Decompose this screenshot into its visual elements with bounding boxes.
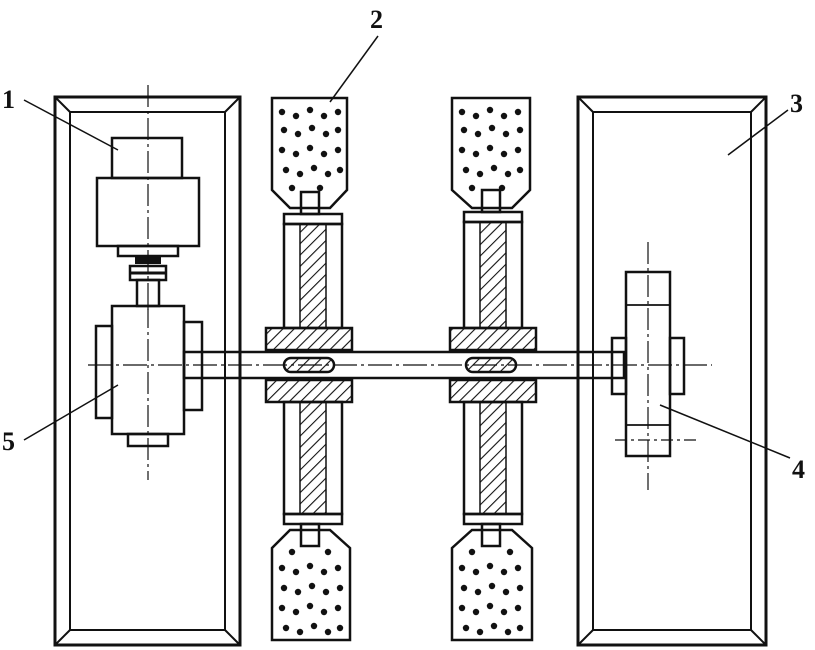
gearbox	[94, 304, 204, 480]
blade-perforations-top-left	[278, 106, 344, 192]
callout-4: 4	[792, 455, 805, 484]
right-frame	[576, 95, 768, 647]
paddle-assembly-left	[264, 96, 354, 642]
main-shaft	[88, 350, 712, 380]
blade-perforations-top-right	[458, 106, 524, 192]
callout-5: 5	[2, 427, 15, 456]
callout-2: 2	[370, 5, 383, 34]
blade-perforations-bottom-left	[278, 548, 344, 636]
blade-perforations-bottom-right	[458, 548, 524, 636]
leader-lines	[23, 35, 791, 459]
bearing-wheel	[610, 242, 700, 490]
callout-3: 3	[790, 89, 803, 118]
callout-1: 1	[2, 85, 15, 114]
paddle-assembly-right	[448, 96, 538, 642]
motor	[95, 85, 201, 310]
